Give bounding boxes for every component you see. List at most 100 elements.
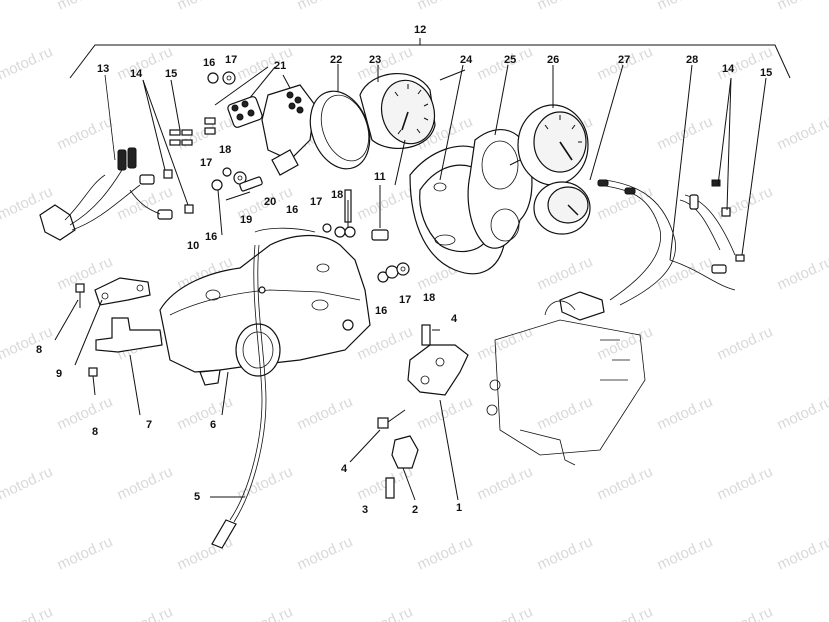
bulbs-and-sockets: [211, 149, 299, 201]
callout-16c: 16: [286, 204, 298, 216]
warning-light-holder: [204, 74, 316, 161]
callout-18c: 18: [423, 292, 435, 304]
watermark-text: motod.ru: [415, 533, 476, 573]
callout-13: 13: [97, 63, 109, 75]
callout-8b: 8: [92, 426, 98, 438]
watermark-text: motod.ru: [55, 113, 116, 153]
watermark-text: motod.ru: [775, 393, 829, 433]
watermark-text: motod.ru: [655, 253, 716, 293]
watermark-text: motod.ru: [295, 393, 356, 433]
callout-27: 27: [618, 54, 630, 66]
callout-14a: 14: [130, 68, 143, 80]
watermark-text: motod.ru: [475, 463, 536, 503]
watermark-text: motod.ru: [55, 393, 116, 433]
watermark-text: motod.ru: [595, 323, 656, 363]
watermark-text: motod.ru: [475, 323, 536, 363]
watermark-text: motod.ru: [295, 533, 356, 573]
callout-28: 28: [686, 54, 698, 66]
watermark-text: motod.ru: [235, 603, 296, 622]
ignition-switch-bracket: [349, 324, 469, 501]
wiring-harness-right: [559, 64, 767, 321]
callout-22: 22: [330, 54, 342, 66]
watermark-text: motod.ru: [415, 0, 476, 14]
callout-15b: 15: [760, 67, 772, 79]
callout-2: 2: [412, 504, 418, 516]
grommets-left: [142, 79, 194, 214]
callout-9: 9: [56, 368, 62, 380]
callout-17c: 17: [310, 196, 322, 208]
watermark-text: motod.ru: [715, 183, 776, 223]
watermark-text: motod.ru: [355, 183, 416, 223]
callout-10: 10: [187, 240, 199, 252]
gasket: [467, 64, 533, 249]
watermark-text: motod.ru: [535, 253, 596, 293]
callout-labels: 12 13 14 15 16 17 21 22 23 24 25 26 27 2…: [36, 24, 772, 516]
callout-24: 24: [460, 54, 473, 66]
callout-25: 25: [504, 54, 516, 66]
callout-16b: 16: [205, 231, 217, 243]
watermark-text: motod.ru: [715, 603, 776, 622]
callout-26: 26: [547, 54, 559, 66]
callout-7: 7: [146, 419, 152, 431]
callout-3: 3: [362, 504, 368, 516]
watermark-text: motod.ru: [655, 113, 716, 153]
watermark-text: motod.ru: [535, 393, 596, 433]
watermark-text: motod.ru: [0, 43, 55, 83]
watermark-text: motod.ru: [355, 603, 416, 622]
washers-right: [377, 262, 410, 283]
watermark-text: motod.ru: [115, 463, 176, 503]
watermark-text: motod.ru: [655, 533, 716, 573]
callout-16a: 16: [203, 57, 215, 69]
watermark-text: motod.ru: [55, 0, 116, 14]
wiring-harness-left: [39, 74, 173, 241]
left-brackets: [54, 277, 163, 416]
bracket-line: [69, 44, 791, 79]
watermark-text: motod.ru: [715, 323, 776, 363]
watermark-text: motod.ru: [775, 113, 829, 153]
watermark-text: motod.ru: [115, 603, 176, 622]
callout-1: 1: [456, 502, 462, 514]
callout-6: 6: [210, 419, 216, 431]
watermark-text: motod.ru: [55, 533, 116, 573]
callout-17d: 17: [399, 294, 411, 306]
watermark-text: motod.ru: [475, 603, 536, 622]
fork-outline: [486, 300, 646, 466]
callout-20: 20: [264, 196, 276, 208]
watermark-text: motod.ru: [595, 603, 656, 622]
watermark-text: motod.ru: [235, 463, 296, 503]
callout-8a: 8: [36, 344, 42, 356]
speedometer-cable: [210, 244, 267, 549]
callout-18a: 18: [219, 144, 231, 156]
callout-17a: 17: [225, 54, 237, 66]
watermark-text: motod.ru: [535, 533, 596, 573]
mounting-studs: [217, 185, 389, 241]
callout-4a: 4: [451, 313, 458, 325]
callout-14b: 14: [722, 63, 735, 75]
watermark-text: motod.ru: [655, 393, 716, 433]
callout-5: 5: [194, 491, 200, 503]
callout-4b: 4: [341, 463, 348, 475]
watermark-text: motod.ru: [175, 393, 236, 433]
callout-18b: 18: [331, 189, 343, 201]
watermark-text: motod.ru: [355, 463, 416, 503]
watermark-text: motod.ru: [0, 463, 55, 503]
callout-15a: 15: [165, 68, 177, 80]
watermark-text: motod.ru: [775, 533, 829, 573]
watermark-text: motod.ru: [535, 0, 596, 14]
callout-12: 12: [414, 24, 426, 36]
callout-23: 23: [369, 54, 381, 66]
callout-19: 19: [240, 214, 252, 226]
auxiliary-gauge: [533, 64, 624, 235]
watermark-text: motod.ru: [655, 0, 716, 14]
instrument-bracket-housing: [159, 227, 371, 416]
watermark-text: motod.ru: [775, 0, 829, 14]
watermark-text: motod.ru: [775, 253, 829, 293]
watermark-text: motod.ru: [595, 463, 656, 503]
tachometer: [359, 65, 466, 186]
callout-11: 11: [374, 171, 386, 183]
watermark-text: motod.ru: [0, 603, 55, 622]
watermark-text: motod.ru: [0, 323, 55, 363]
callout-17b: 17: [200, 157, 212, 169]
